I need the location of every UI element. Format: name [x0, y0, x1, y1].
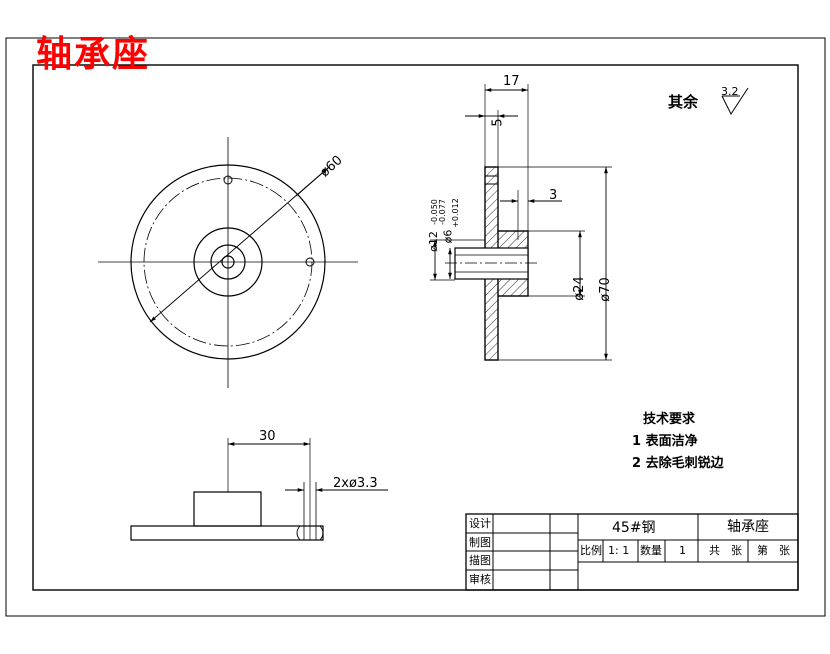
side-bore-outer-tol-lower: -0.077	[437, 199, 447, 225]
front-view	[98, 137, 358, 388]
title-block-scale-value: 1: 1	[608, 544, 630, 557]
title-block-part-name: 轴承座	[727, 519, 769, 535]
inner-border	[32, 64, 799, 591]
top-width-label: 30	[259, 429, 276, 444]
tech-requirement-item: 1 表面洁净	[632, 434, 698, 449]
title-block-row-label: 制图	[469, 536, 491, 549]
side-bore-inner-label: ø6	[441, 229, 455, 244]
title-block	[465, 513, 799, 591]
side-view	[430, 84, 612, 361]
title-block-material: 45#钢	[612, 520, 656, 536]
tech-requirements-heading: 技术要求	[643, 412, 696, 427]
title-block-scale-label: 比例	[580, 544, 602, 557]
title-block-row-label: 描图	[469, 554, 491, 567]
top-holes-label: 2xø3.3	[333, 476, 378, 491]
title-block-row-label: 设计	[469, 517, 491, 530]
side-hole-depth-label: 3	[549, 188, 558, 203]
title-block-sheets-total: 共 张	[709, 544, 742, 557]
outer-border	[5, 37, 826, 617]
side-bore-inner-tol: +0.012	[450, 198, 460, 228]
surface-finish-value: 3.2	[721, 85, 739, 98]
title-block-qty-label: 数量	[640, 544, 662, 557]
side-hub-label: ø24	[571, 276, 587, 301]
side-width-label: 17	[503, 74, 520, 89]
surface-finish-symbol	[721, 87, 749, 116]
side-bore-outer-label: ø12	[426, 231, 440, 252]
surface-finish-label: 其余	[668, 93, 699, 111]
side-step-label: 5	[490, 118, 506, 127]
tech-requirement-item: 2 去除毛刺锐边	[632, 456, 724, 471]
title-block-qty-value: 1	[679, 544, 686, 557]
title-block-row-label: 审核	[469, 573, 491, 586]
title-block-sheet-no: 第 张	[757, 544, 790, 557]
top-view	[130, 438, 388, 541]
side-outer-label: ø70	[597, 277, 613, 302]
drawing-title-red: 轴承座	[36, 33, 151, 75]
